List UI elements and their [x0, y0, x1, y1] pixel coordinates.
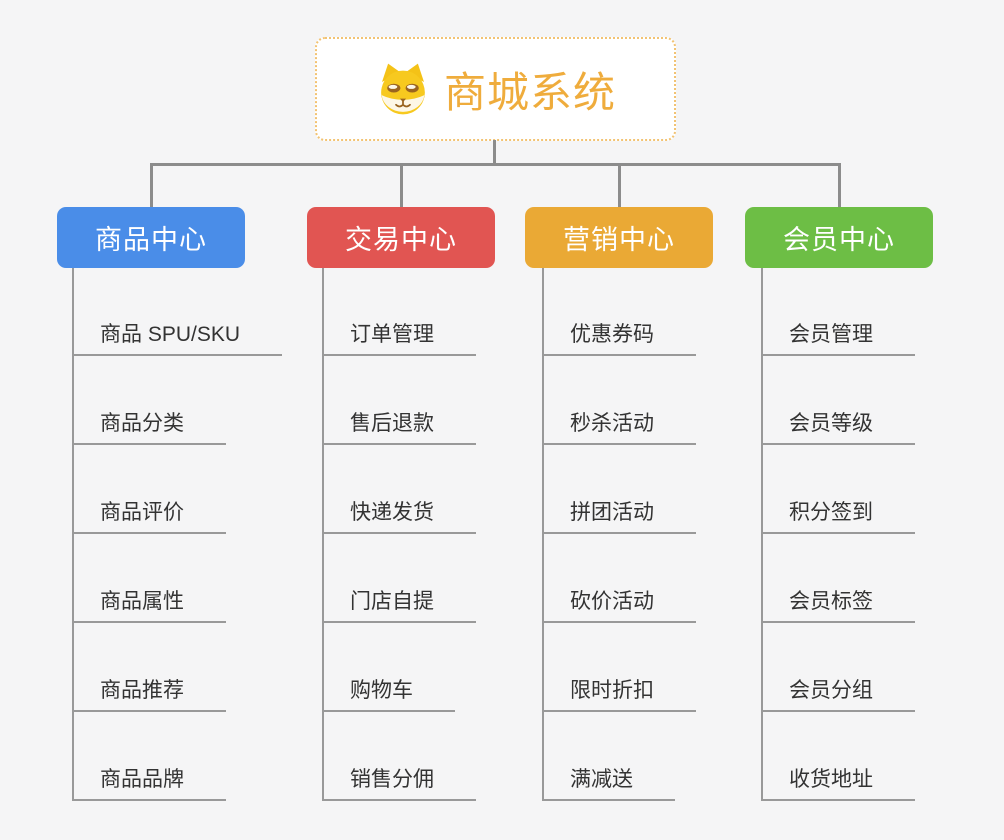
leaf-node[interactable]: 商品评价	[72, 500, 226, 534]
root-title: 商城系统	[443, 68, 616, 116]
branch-label: 商品中心	[95, 225, 207, 255]
leaf-node[interactable]: 砍价活动	[542, 589, 696, 623]
leaf-node[interactable]: 拼团活动	[542, 500, 696, 534]
leaf-node[interactable]: 会员等级	[761, 411, 915, 445]
branch-spine-line	[322, 268, 324, 800]
branch-label: 会员中心	[783, 225, 895, 255]
leaf-node[interactable]: 门店自提	[322, 589, 476, 623]
leaf-node[interactable]: 商品属性	[72, 589, 226, 623]
branch-spine-line	[72, 268, 74, 800]
branch-drop-line	[837, 163, 841, 207]
leaf-node[interactable]: 会员管理	[761, 322, 915, 356]
leaf-node[interactable]: 快递发货	[322, 500, 476, 534]
leaf-node[interactable]: 会员标签	[761, 589, 915, 623]
branch-label: 交易中心	[345, 225, 457, 255]
leaf-node[interactable]: 商品分类	[72, 411, 226, 445]
leaf-node[interactable]: 满减送	[542, 767, 675, 801]
leaf-node[interactable]: 订单管理	[322, 322, 476, 356]
leaf-node[interactable]: 优惠券码	[542, 322, 696, 356]
branch-node[interactable]: 交易中心	[307, 207, 495, 268]
horizontal-bar-line	[150, 163, 841, 166]
branch-node[interactable]: 会员中心	[745, 207, 933, 268]
leaf-node[interactable]: 购物车	[322, 678, 455, 712]
leaf-node[interactable]: 会员分组	[761, 678, 915, 712]
leaf-node[interactable]: 商品 SPU/SKU	[72, 322, 283, 356]
root-node[interactable]: 商城系统	[315, 37, 676, 141]
dog-face-icon	[375, 61, 431, 117]
branch-node[interactable]: 营销中心	[525, 207, 713, 268]
branch-drop-line	[617, 163, 621, 207]
leaf-node[interactable]: 限时折扣	[542, 678, 696, 712]
branch-label: 营销中心	[563, 225, 675, 255]
leaf-node[interactable]: 秒杀活动	[542, 411, 696, 445]
branch-drop-line	[399, 163, 403, 207]
branch-node[interactable]: 商品中心	[57, 207, 245, 268]
leaf-node[interactable]: 商品推荐	[72, 678, 226, 712]
leaf-node[interactable]: 积分签到	[761, 500, 915, 534]
leaf-node[interactable]: 商品品牌	[72, 767, 226, 801]
leaf-node[interactable]: 收货地址	[761, 767, 915, 801]
branch-spine-line	[761, 268, 763, 800]
branch-drop-line	[149, 163, 153, 207]
leaf-node[interactable]: 售后退款	[322, 411, 476, 445]
root-stem-line	[493, 140, 496, 166]
leaf-node[interactable]: 销售分佣	[322, 767, 476, 801]
branch-spine-line	[542, 268, 544, 800]
